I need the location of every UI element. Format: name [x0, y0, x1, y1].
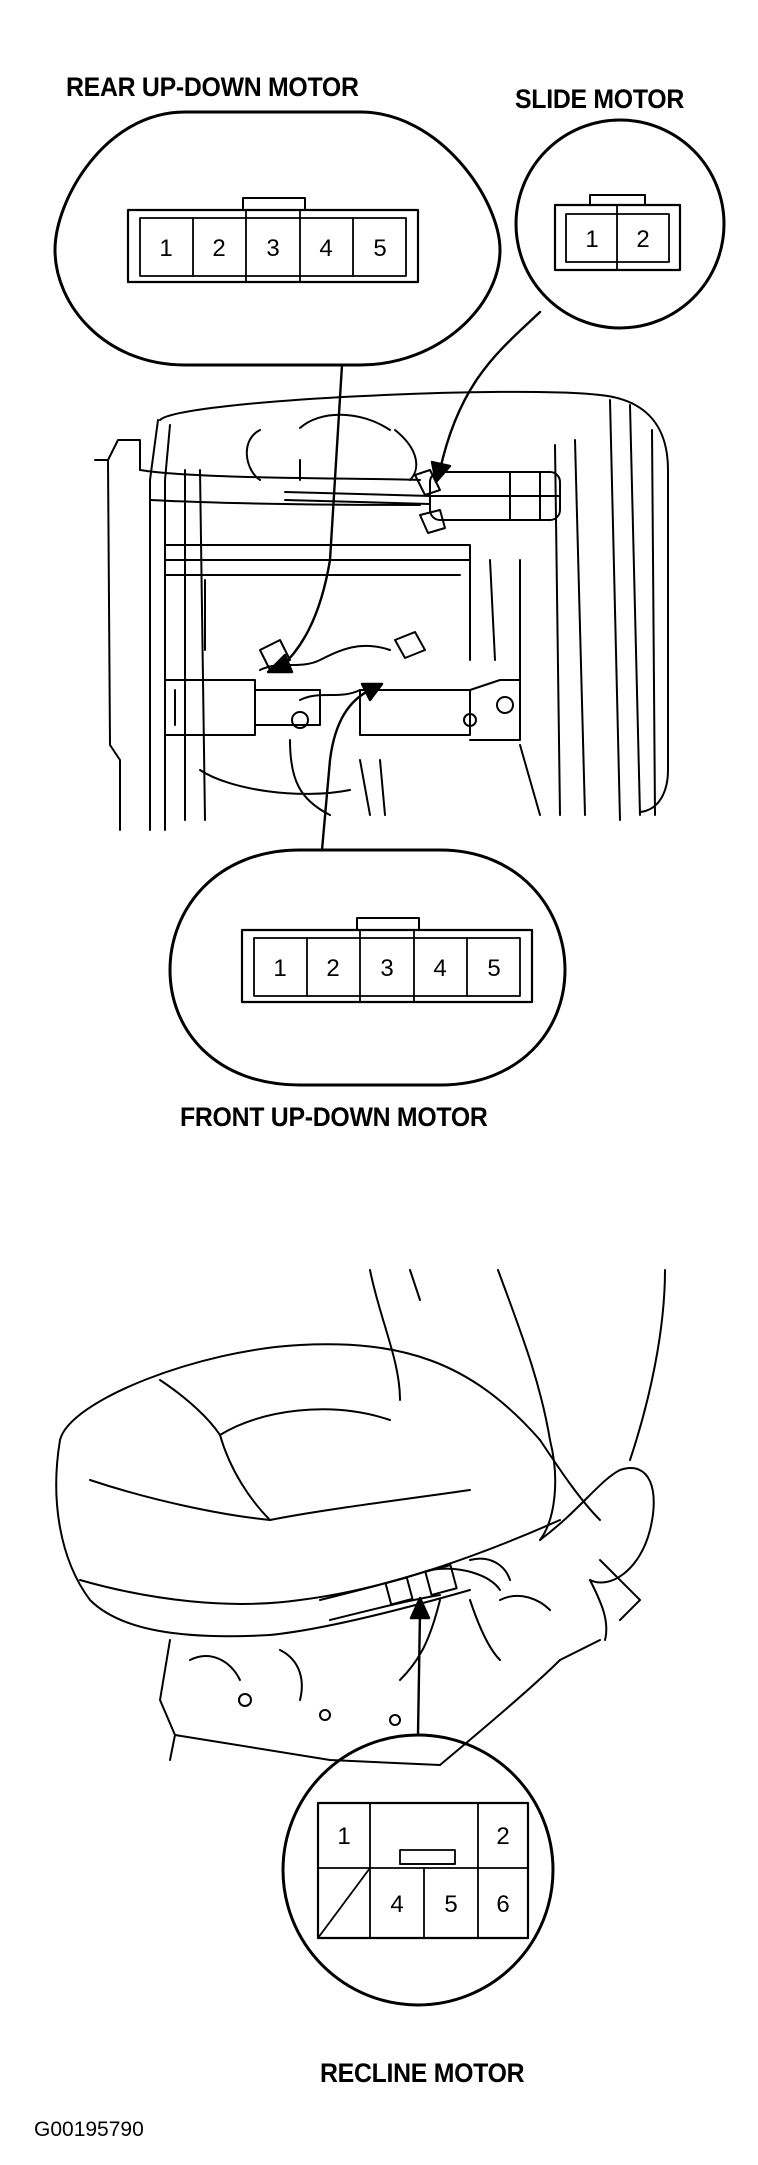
front-pin-2: 2: [326, 955, 339, 982]
rear-pin-5: 5: [373, 235, 386, 262]
front-pin-5: 5: [487, 955, 500, 982]
recline-pin-2: 2: [496, 1823, 509, 1850]
pin-labels: 1 2 3 4 5 1 2 1 2 3 4 5 1 2 4 5 6: [159, 226, 649, 1918]
rear-pin-1: 1: [159, 235, 172, 262]
rear-pin-2: 2: [212, 235, 225, 262]
front-pin-4: 4: [433, 955, 446, 982]
front-up-down-motor-label: FRONT UP-DOWN MOTOR: [180, 1102, 488, 1132]
rear-up-down-callout: [53, 110, 502, 367]
slide-pin-2: 2: [636, 226, 649, 253]
recline-pin-4: 4: [390, 1891, 403, 1918]
front-up-down-callout: [168, 848, 567, 1087]
recline-motor-callout: [281, 1733, 555, 2007]
rear-up-down-motor-label: REAR UP-DOWN MOTOR: [66, 72, 359, 102]
seat-frame-drawing: [94, 390, 669, 831]
front-pin-1: 1: [273, 955, 286, 982]
recline-pin-1: 1: [337, 1823, 350, 1850]
figure-code: G00195790: [34, 2118, 144, 2141]
recline-pin-5: 5: [444, 1891, 457, 1918]
slide-motor-callout: [514, 118, 726, 330]
recline-pin-6: 6: [496, 1891, 509, 1918]
slide-pin-1: 1: [585, 226, 598, 253]
rear-pin-3: 3: [266, 235, 279, 262]
rear-pin-4: 4: [319, 235, 332, 262]
front-pin-3: 3: [380, 955, 393, 982]
slide-motor-label: SLIDE MOTOR: [515, 84, 685, 114]
leader-lines-top: [266, 310, 542, 852]
recline-motor-label: RECLINE MOTOR: [320, 2058, 525, 2088]
seat-cushion-drawing: [55, 1269, 666, 1766]
leader-line-bottom: [409, 1596, 431, 1737]
